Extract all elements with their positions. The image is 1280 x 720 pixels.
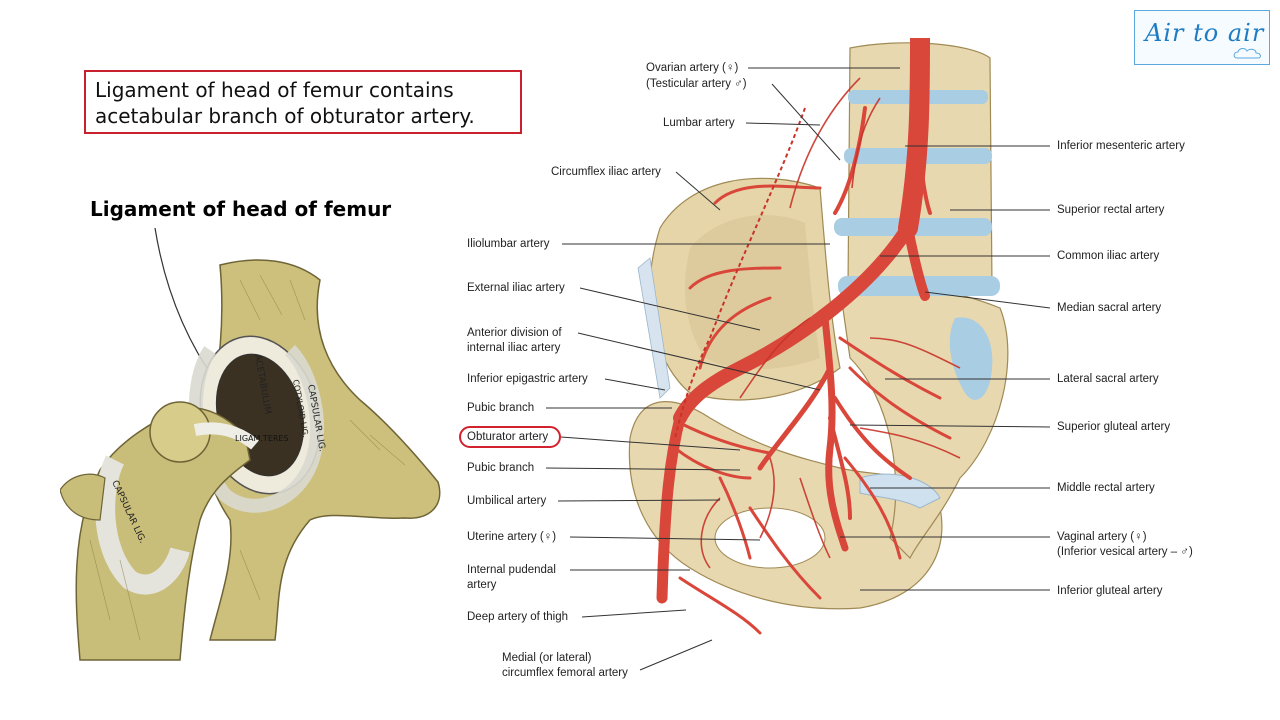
note-box: Ligament of head of femur contains aceta…: [84, 70, 522, 134]
label-inferior-vesical-artery: (Inferior vesical artery – ♂): [1057, 546, 1193, 558]
pelvic-arteries-illustration: [628, 38, 1009, 635]
label-common-iliac-artery: Common iliac artery: [1057, 250, 1160, 262]
label-ovarian-artery: Ovarian artery (♀): [646, 62, 739, 74]
note-line-1: Ligament of head of femur contains: [95, 78, 454, 102]
label-pubic-branch-2: Pubic branch: [467, 462, 535, 474]
label-circumflex-femoral-line2: circumflex femoral artery: [502, 667, 628, 679]
cloud-icon: [1233, 48, 1261, 59]
label-inferior-epigastric-artery: Inferior epigastric artery: [467, 373, 588, 385]
note-line-2: acetabular branch of obturator artery.: [95, 104, 475, 128]
label-uterine-artery: Uterine artery (♀): [467, 531, 557, 543]
label-umbilical-artery: Umbilical artery: [467, 495, 547, 507]
label-external-iliac-artery: External iliac artery: [467, 282, 565, 294]
label-lumbar-artery: Lumbar artery: [663, 117, 735, 129]
air-to-air-logo: Air to air: [1134, 10, 1270, 65]
label-median-sacral-artery: Median sacral artery: [1057, 302, 1162, 314]
label-ligam-teres: LIGAM.TERES: [235, 434, 289, 443]
label-circumflex-iliac-artery: Circumflex iliac artery: [551, 166, 661, 178]
label-testicular-artery: (Testicular artery ♂): [646, 78, 747, 90]
logo-text: Air to air: [1145, 19, 1265, 47]
label-anterior-division-line1: Anterior division of: [467, 327, 562, 339]
label-deep-artery-of-thigh: Deep artery of thigh: [467, 611, 569, 623]
label-internal-pudendal-line2: artery: [467, 579, 497, 591]
label-middle-rectal-artery: Middle rectal artery: [1057, 482, 1155, 494]
label-lateral-sacral-artery: Lateral sacral artery: [1057, 373, 1159, 385]
label-iliolumbar-artery: Iliolumbar artery: [467, 238, 550, 250]
label-anterior-division-line2: internal iliac artery: [467, 342, 561, 354]
label-superior-rectal-artery: Superior rectal artery: [1057, 204, 1165, 216]
obturator-artery-highlight: [459, 426, 561, 448]
hip-figure-title: Ligament of head of femur: [90, 197, 392, 221]
label-superior-gluteal-artery: Superior gluteal artery: [1057, 421, 1171, 433]
label-pubic-branch-1: Pubic branch: [467, 402, 535, 414]
hip-joint-illustration: ACETABULUM CAPSULAR LIG. COTYLOID LIG. L…: [60, 227, 441, 661]
label-inferior-gluteal-artery: Inferior gluteal artery: [1057, 585, 1163, 597]
label-obturator-artery: Obturator artery: [467, 431, 549, 443]
label-circumflex-femoral-line1: Medial (or lateral): [502, 652, 592, 664]
label-inferior-mesenteric-artery: Inferior mesenteric artery: [1057, 140, 1185, 152]
label-vaginal-artery: Vaginal artery (♀): [1057, 531, 1147, 543]
label-internal-pudendal-line1: Internal pudendal: [467, 564, 556, 576]
